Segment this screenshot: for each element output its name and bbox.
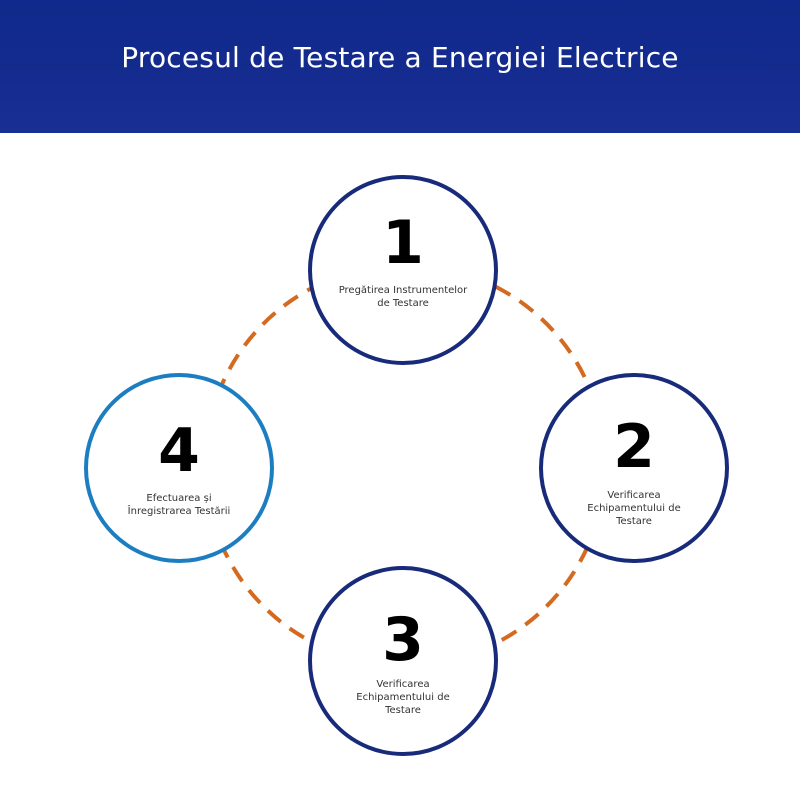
step-3-circle: 3 Verificarea Echipamentului de Testare [308,566,498,756]
step-4-number: 4 [158,416,200,486]
step-1-circle: 1 Pregătirea Instrumentelor de Testare [308,175,498,365]
page-title: Procesul de Testare a Energiei Electrice [121,41,679,74]
step-4-circle: 4 Efectuarea și Înregistrarea Testării [84,373,274,563]
step-2-label: Verificarea Echipamentului de Testare [587,490,681,527]
step-1-number: 1 [382,208,424,278]
header-banner: Procesul de Testare a Energiei Electrice [0,0,800,133]
step-1-label: Pregătirea Instrumentelor de Testare [338,285,468,309]
step-2-number: 2 [613,412,655,482]
step-2-circle: 2 Verificarea Echipamentului de Testare [539,373,729,563]
step-3-label: Verificarea Echipamentului de Testare [356,679,450,716]
step-3-number: 3 [382,605,424,675]
step-4-label: Efectuarea și Înregistrarea Testării [127,493,231,517]
